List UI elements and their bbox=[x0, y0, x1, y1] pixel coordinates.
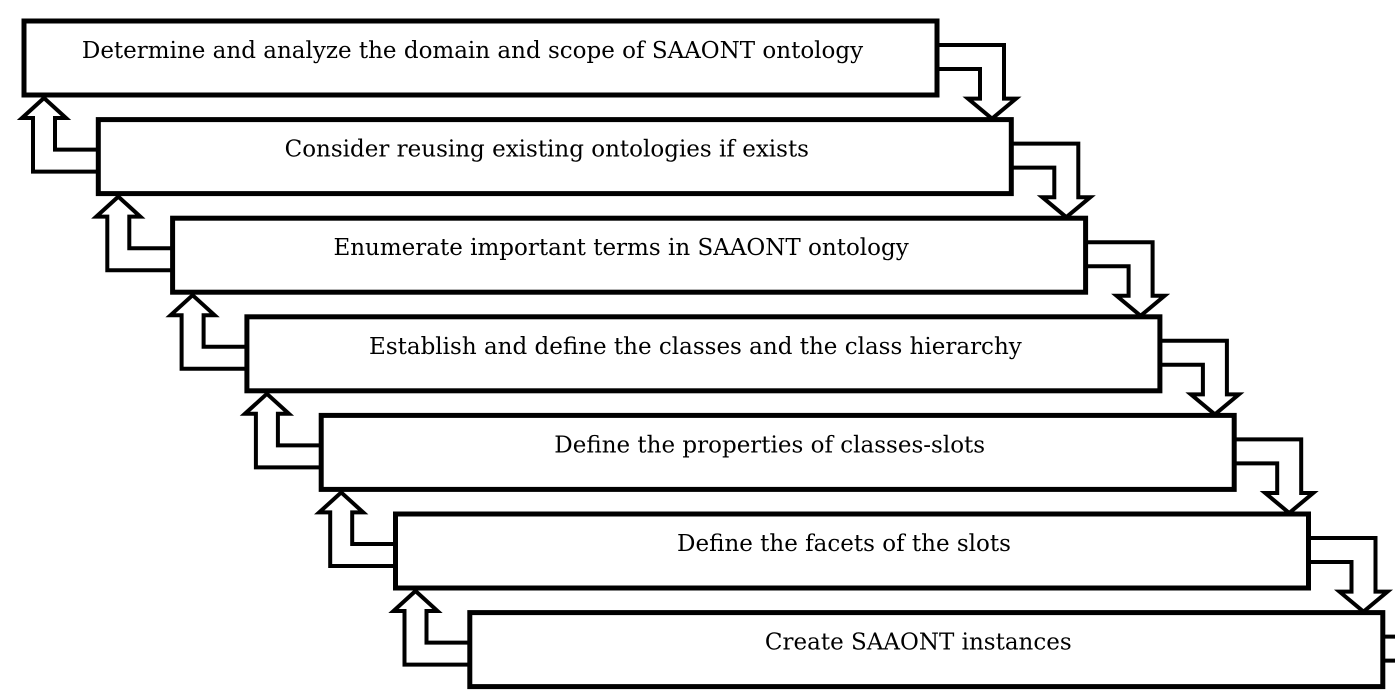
step-label-6: Define the facets of the slots bbox=[677, 531, 1011, 557]
step-6: Define the facets of the slots bbox=[393, 511, 1311, 591]
back-arrow-5 bbox=[314, 489, 398, 568]
step-3: Enumerate important terms in SAAONT onto… bbox=[170, 215, 1089, 295]
back-arrows bbox=[16, 95, 472, 667]
step-box-1 bbox=[21, 18, 940, 98]
back-arrow-6 bbox=[388, 588, 472, 667]
back-arrow-1 bbox=[16, 95, 101, 174]
step-box-4 bbox=[244, 314, 1163, 394]
step-box-7 bbox=[467, 610, 1386, 690]
step-box-5 bbox=[318, 412, 1237, 492]
forward-arrow-5 bbox=[1232, 437, 1319, 516]
step-label-4: Establish and define the classes and the… bbox=[369, 334, 1022, 360]
step-box-2 bbox=[95, 117, 1014, 197]
step-label-7: Create SAAONT instances bbox=[765, 630, 1072, 656]
step-5: Define the properties of classes-slots bbox=[318, 412, 1237, 492]
step-boxes: Determine and analyze the domain and sco… bbox=[21, 18, 1386, 690]
forward-arrow-1 bbox=[935, 43, 1022, 122]
step-1: Determine and analyze the domain and sco… bbox=[21, 18, 940, 98]
step-label-3: Enumerate important terms in SAAONT onto… bbox=[333, 235, 908, 261]
forward-arrows bbox=[935, 43, 1395, 663]
forward-arrow-7 bbox=[1380, 634, 1395, 663]
forward-arrow-6 bbox=[1306, 536, 1394, 615]
step-7: Create SAAONT instances bbox=[467, 610, 1386, 690]
step-2: Consider reusing existing ontologies if … bbox=[95, 117, 1014, 197]
back-arrow-2 bbox=[91, 193, 175, 273]
step-box-6 bbox=[393, 511, 1311, 591]
step-label-5: Define the properties of classes-slots bbox=[554, 432, 985, 458]
back-arrow-3 bbox=[165, 292, 249, 371]
step-box-3 bbox=[170, 215, 1089, 295]
forward-arrow-2 bbox=[1009, 141, 1096, 220]
forward-arrow-4 bbox=[1157, 338, 1245, 418]
back-arrow-4 bbox=[239, 391, 324, 470]
step-label-1: Determine and analyze the domain and sco… bbox=[82, 38, 863, 64]
step-label-2: Consider reusing existing ontologies if … bbox=[285, 137, 809, 163]
step-4: Establish and define the classes and the… bbox=[244, 314, 1163, 394]
forward-arrow-3 bbox=[1083, 240, 1171, 319]
